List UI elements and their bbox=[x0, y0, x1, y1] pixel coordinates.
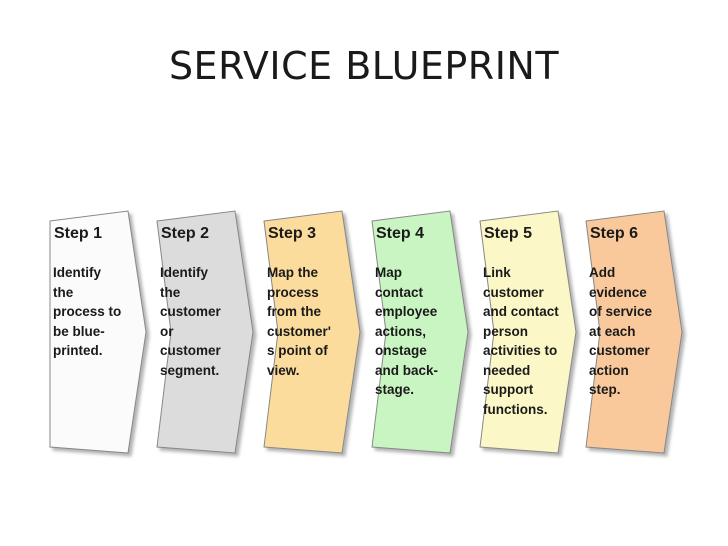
step-3-heading: Step 3 bbox=[268, 225, 317, 242]
step-3-description: Map the process from the customer' s poi… bbox=[267, 265, 331, 378]
step-4-description: Map contact employee actions, onstage an… bbox=[375, 265, 439, 397]
step-1-heading: Step 1 bbox=[54, 225, 103, 242]
step-5-arrow bbox=[479, 210, 577, 454]
step-1-arrow bbox=[49, 210, 147, 454]
page-title: SERVICE BLUEPRINT bbox=[168, 44, 560, 88]
step-2-heading: Step 2 bbox=[161, 225, 210, 242]
step-6-description: Add evidence of service at each customer… bbox=[589, 265, 653, 397]
step-6-arrow bbox=[585, 210, 683, 454]
step-4-arrow bbox=[371, 210, 469, 454]
step-5-heading: Step 5 bbox=[484, 225, 533, 242]
step-5-description: Link customer and contact person activit… bbox=[483, 265, 559, 417]
step-1-description: Identify the process to be blue- printed… bbox=[53, 265, 122, 358]
step-2-description: Identify the customer or customer segmen… bbox=[160, 265, 221, 378]
step-6-heading: Step 6 bbox=[590, 225, 639, 242]
step-4-heading: Step 4 bbox=[376, 225, 425, 242]
step-2-arrow bbox=[156, 210, 254, 454]
step-3-arrow bbox=[263, 210, 361, 454]
